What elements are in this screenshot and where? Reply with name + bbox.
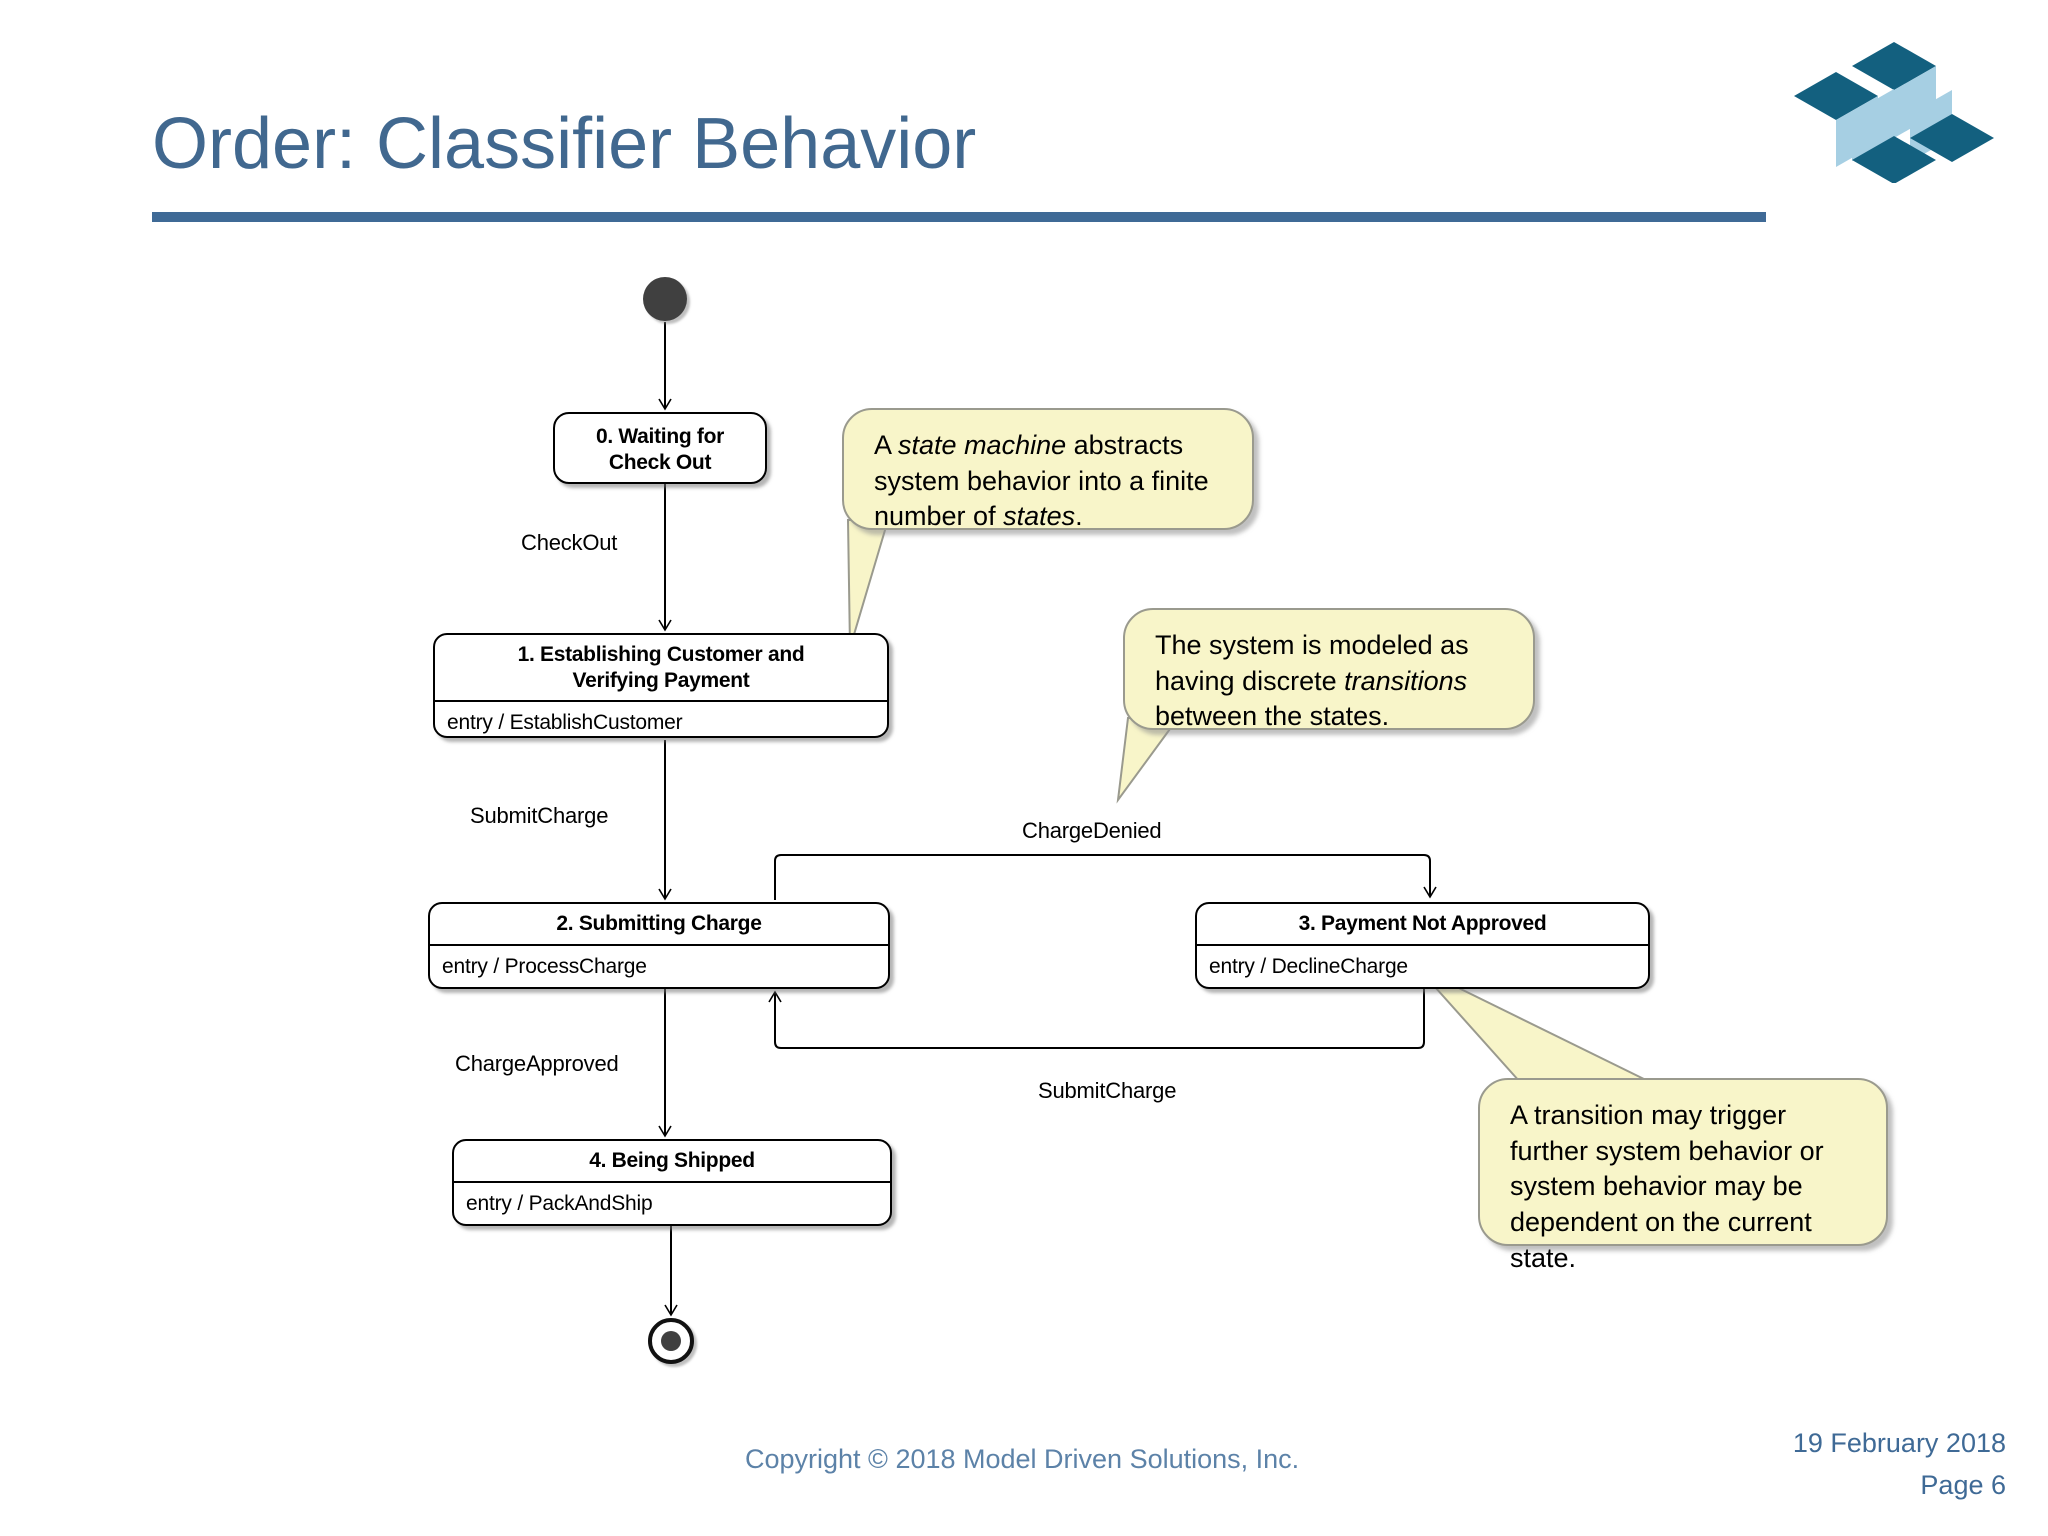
state-2-separator bbox=[430, 943, 888, 946]
page-title: Order: Classifier Behavior bbox=[152, 104, 977, 184]
transition-label-chargedenied: ChargeDenied bbox=[1022, 818, 1162, 843]
state-0-title: 0. Waiting for Check Out bbox=[555, 414, 765, 482]
state-1-title-line-1: 1. Establishing Customer and bbox=[517, 643, 805, 666]
state-3-title: 3. Payment Not Approved bbox=[1298, 912, 1547, 935]
callout-state-machine: A state machine abstracts system behavio… bbox=[842, 408, 1254, 531]
state-1-entry-action: entry / EstablishCustomer bbox=[447, 711, 683, 735]
state-4-title: 4. Being Shipped bbox=[589, 1149, 755, 1172]
state-0-title-line-1: 0. Waiting for bbox=[595, 425, 724, 448]
state-being-shipped[interactable]: 4. Being Shipped entry / PackAndShip bbox=[452, 1139, 892, 1226]
transition-chargedenied bbox=[774, 854, 1437, 900]
state-establishing-customer[interactable]: 1. Establishing Customer and Verifying P… bbox=[433, 633, 889, 738]
state-2-entry-action: entry / ProcessCharge bbox=[442, 954, 647, 978]
state-waiting-for-check-out[interactable]: 0. Waiting for Check Out bbox=[553, 412, 767, 484]
footer-date: 19 February 2018 bbox=[1792, 1428, 2006, 1458]
initial-pseudostate bbox=[643, 277, 687, 321]
state-payment-not-approved[interactable]: 3. Payment Not Approved entry / DeclineC… bbox=[1195, 902, 1650, 989]
transition-label-chargeapproved: ChargeApproved bbox=[455, 1051, 619, 1076]
state-1-title-line-2: Verifying Payment bbox=[572, 668, 750, 692]
footer-copyright: Copyright © 2018 Model Driven Solutions,… bbox=[745, 1444, 1300, 1474]
title-underline-rule bbox=[152, 212, 1766, 222]
callout-transition-behavior: A transition may trigger further system … bbox=[1478, 1078, 1888, 1273]
state-1-separator bbox=[435, 700, 887, 703]
final-state bbox=[648, 1318, 694, 1364]
transition-submitcharge-2 bbox=[768, 989, 1425, 1049]
transition-label-submitcharge-1: SubmitCharge bbox=[470, 803, 609, 828]
state-submitting-charge[interactable]: 2. Submitting Charge entry / ProcessChar… bbox=[428, 902, 890, 989]
state-4-entry-action: entry / PackAndShip bbox=[466, 1191, 653, 1215]
state-0-title-line-2: Check Out bbox=[608, 450, 712, 474]
footer-page-number: Page 6 bbox=[1920, 1470, 2006, 1500]
transition-label-submitcharge-2: SubmitCharge bbox=[1038, 1078, 1177, 1103]
callout-1-tail bbox=[846, 519, 890, 649]
state-3-separator bbox=[1197, 943, 1648, 946]
callout-transitions: The system is modeled as having discrete… bbox=[1123, 608, 1535, 731]
state-3-entry-action: entry / DeclineCharge bbox=[1209, 954, 1408, 978]
transition-label-checkout: CheckOut bbox=[521, 530, 618, 555]
state-2-title: 2. Submitting Charge bbox=[556, 912, 762, 935]
state-4-separator bbox=[454, 1180, 890, 1183]
state-1-title: 1. Establishing Customer and Verifying P… bbox=[435, 635, 887, 700]
model-driven-solutions-logo bbox=[1790, 38, 2000, 184]
